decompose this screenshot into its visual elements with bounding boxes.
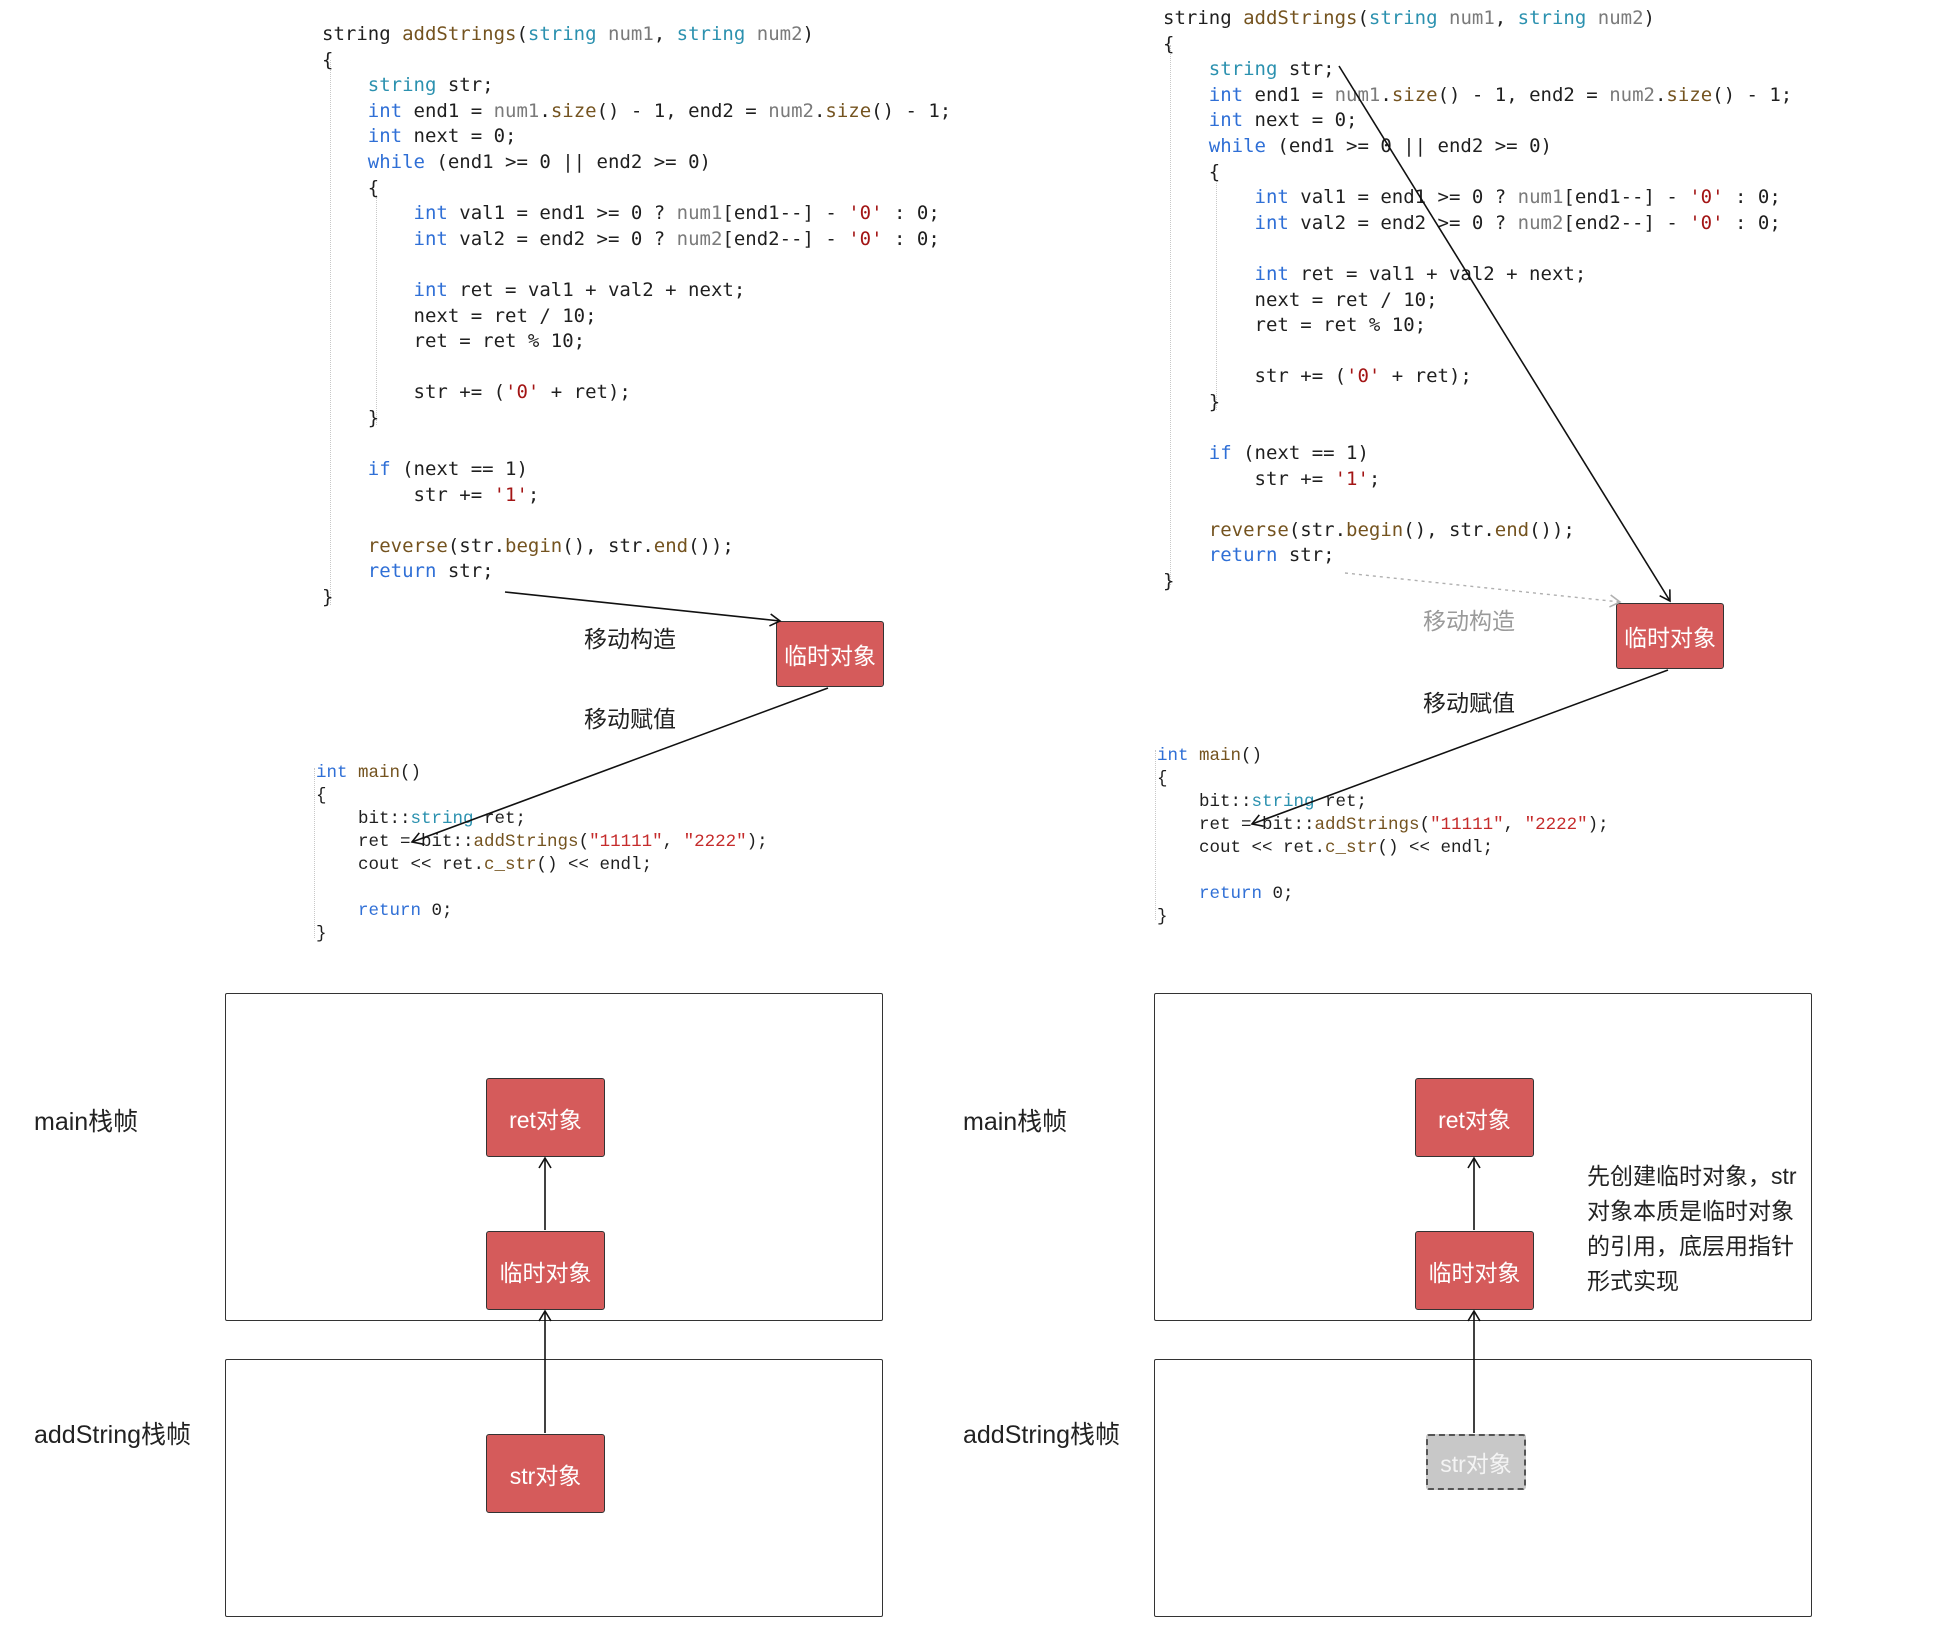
label-move-assign-right: 移动赋值 xyxy=(1423,690,1515,716)
addstring-frame-label-left: addString栈帧 xyxy=(34,1421,192,1449)
code-add-strings-left: string addStrings(string num1, string nu… xyxy=(322,23,952,609)
code-main-left: int main(){ bit::string ret; ret = bit::… xyxy=(316,763,768,944)
code-main-right: int main(){ bit::string ret; ret = bit::… xyxy=(1157,746,1609,927)
main-frame-label-left: main栈帧 xyxy=(34,1108,139,1136)
label-move-construct-right: 移动构造 xyxy=(1423,608,1515,634)
ret-object-box-right: ret对象 xyxy=(1415,1078,1534,1157)
label-move-construct-left: 移动构造 xyxy=(584,626,676,652)
arrow-str-to-temp-right xyxy=(1338,65,1671,603)
code-add-strings-right: string addStrings(string num1, string nu… xyxy=(1163,7,1793,593)
main-stack-frame-left xyxy=(225,993,883,1321)
addstring-frame-label-right: addString栈帧 xyxy=(963,1421,1121,1449)
main-frame-label-right: main栈帧 xyxy=(963,1108,1068,1136)
temp-object-box-right: 临时对象 xyxy=(1616,603,1724,669)
temp-object-box-left: 临时对象 xyxy=(776,621,884,687)
arrow-move-construct-right xyxy=(1344,572,1622,608)
temp-object-box-bottom-left: 临时对象 xyxy=(486,1231,605,1310)
arrow-move-assign-left xyxy=(410,687,829,845)
str-object-box-right: str对象 xyxy=(1426,1434,1526,1490)
label-move-assign-left: 移动赋值 xyxy=(584,706,676,732)
arrow-move-construct-left xyxy=(504,591,782,627)
arrow-move-assign-right xyxy=(1250,669,1669,827)
str-object-box-left: str对象 xyxy=(486,1434,605,1513)
reference-note: 先创建临时对象，str对象本质是临时对象的引用，底层用指针形式实现 xyxy=(1587,1163,1797,1294)
